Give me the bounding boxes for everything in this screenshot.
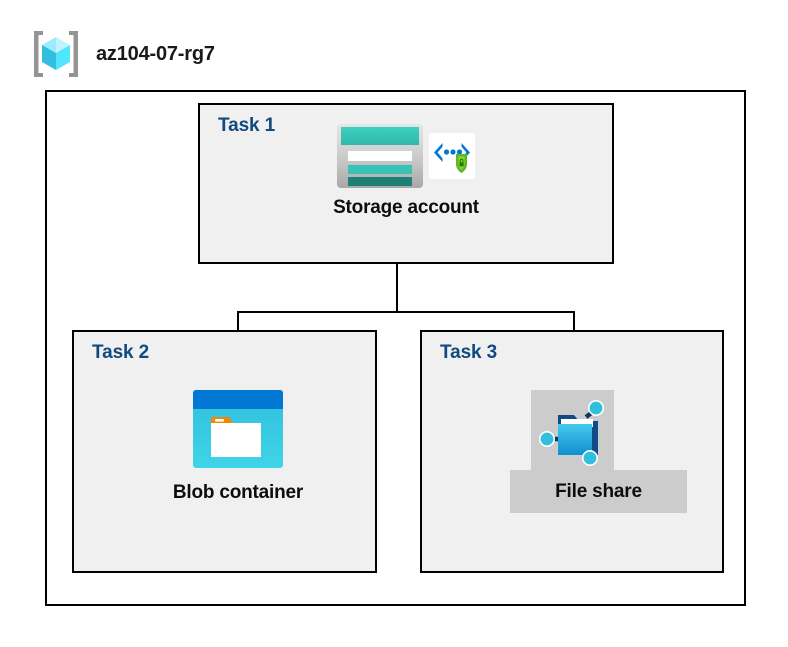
storage-account-icon — [337, 124, 423, 188]
file-share-label-highlight — [510, 470, 687, 513]
task-1-label: Task 1 — [218, 115, 276, 136]
task-2-label: Task 2 — [92, 342, 150, 363]
storage-account-caption: Storage account — [333, 197, 479, 218]
connector-horizontal-bus — [237, 311, 575, 313]
blob-container-caption: Blob container — [172, 482, 304, 503]
blob-container-node: Blob container — [152, 390, 324, 504]
file-share-caption: File share — [555, 480, 642, 502]
secure-endpoint-shield-icon — [429, 133, 475, 179]
task-3-label: Task 3 — [440, 342, 498, 363]
storage-account-node: Storage account — [296, 122, 516, 219]
blob-container-icon — [193, 390, 283, 468]
resource-group-name: az104-07-rg7 — [96, 42, 215, 65]
connector-storage-down — [396, 264, 398, 313]
resource-group-cube-icon — [30, 28, 82, 80]
storage-account-icon-group — [337, 122, 475, 190]
task-2-box: Task 2 — [72, 330, 377, 573]
resource-group-header: az104-07-rg7 — [30, 28, 215, 80]
